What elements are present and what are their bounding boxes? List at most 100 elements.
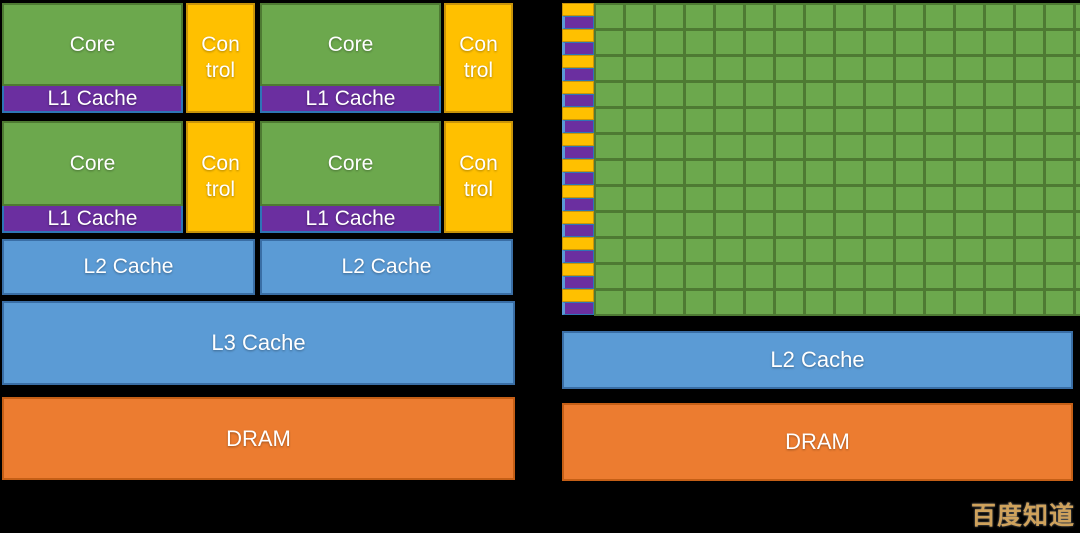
gpu-control-strip: [562, 133, 594, 146]
gpu-core-cell: [956, 83, 983, 106]
gpu-core-cell: [926, 161, 953, 184]
gpu-core-cell: [686, 213, 713, 236]
gpu-core-cell: [926, 291, 953, 314]
cpu-control-label: Con trol: [201, 32, 240, 82]
gpu-core-cell: [686, 265, 713, 288]
gpu-core-cell: [926, 239, 953, 262]
gpu-l1-cache-strip: [562, 198, 594, 211]
gpu-core-cell: [1076, 291, 1080, 314]
gpu-core-cell: [1076, 161, 1080, 184]
cpu-core-block: Core: [260, 3, 441, 86]
gpu-l1-cache-strip: [562, 16, 594, 29]
gpu-core-cell: [866, 5, 893, 28]
gpu-control-strip: [562, 107, 594, 120]
cpu-dram-label: DRAM: [226, 425, 291, 451]
cpu-control-label: Con trol: [459, 151, 498, 201]
gpu-core-cell: [776, 135, 803, 158]
gpu-core-cell: [926, 135, 953, 158]
gpu-core-cell: [1046, 213, 1073, 236]
cpu-core-label: Core: [327, 32, 374, 56]
gpu-core-cell: [596, 109, 623, 132]
cpu-control-block: Con trol: [444, 121, 513, 233]
gpu-core-grid: [594, 3, 1080, 316]
gpu-core-cell: [806, 265, 833, 288]
gpu-core-cell: [926, 31, 953, 54]
gpu-core-cell: [986, 109, 1013, 132]
gpu-core-cell: [986, 83, 1013, 106]
gpu-l1-cache-strip: [562, 68, 594, 81]
gpu-core-cell: [626, 83, 653, 106]
gpu-core-cell: [896, 213, 923, 236]
gpu-core-cell: [986, 5, 1013, 28]
gpu-core-cell: [806, 109, 833, 132]
gpu-core-cell: [656, 83, 683, 106]
gpu-core-cell: [596, 83, 623, 106]
gpu-core-cell: [866, 135, 893, 158]
gpu-core-cell: [866, 265, 893, 288]
cpu-core-cluster: Core L1 Cache Con trol: [260, 3, 513, 113]
gpu-core-cell: [596, 265, 623, 288]
gpu-core-cell: [896, 291, 923, 314]
gpu-l1-cache-strip: [562, 250, 594, 263]
gpu-core-cell: [656, 213, 683, 236]
gpu-core-cell: [1016, 213, 1043, 236]
gpu-core-cell: [596, 5, 623, 28]
gpu-core-cell: [1046, 265, 1073, 288]
cpu-l1-cache-block: L1 Cache: [2, 86, 183, 113]
gpu-core-cell: [1076, 83, 1080, 106]
cpu-l1-cache-block: L1 Cache: [2, 206, 183, 233]
gpu-core-cell: [1076, 213, 1080, 236]
gpu-core-cell: [956, 135, 983, 158]
gpu-core-cell: [986, 213, 1013, 236]
gpu-core-cell: [806, 213, 833, 236]
gpu-core-cell: [1076, 135, 1080, 158]
gpu-core-cell: [836, 239, 863, 262]
gpu-control-strip: [562, 3, 594, 16]
cpu-l1-cache-label: L1 Cache: [47, 86, 138, 110]
cpu-control-block: Con trol: [444, 3, 513, 113]
gpu-core-cell: [776, 291, 803, 314]
cpu-core-column: Core L1 Cache: [260, 121, 441, 233]
gpu-core-cell: [656, 135, 683, 158]
gpu-control-strip: [562, 185, 594, 198]
gpu-core-cell: [746, 187, 773, 210]
cpu-l1-cache-block: L1 Cache: [260, 86, 441, 113]
gpu-core-cell: [626, 57, 653, 80]
gpu-core-cell: [626, 239, 653, 262]
gpu-core-cell: [686, 161, 713, 184]
gpu-core-cell: [836, 291, 863, 314]
gpu-control-strip: [562, 289, 594, 302]
gpu-core-cell: [986, 135, 1013, 158]
cpu-core-block: Core: [2, 121, 183, 206]
gpu-core-cell: [596, 213, 623, 236]
gpu-core-cell: [836, 187, 863, 210]
gpu-control-strip: [562, 159, 594, 172]
gpu-core-cell: [1016, 109, 1043, 132]
gpu-core-cell: [1076, 57, 1080, 80]
gpu-core-cell: [1076, 265, 1080, 288]
gpu-core-cell: [746, 109, 773, 132]
gpu-core-cell: [1046, 57, 1073, 80]
gpu-core-cell: [626, 291, 653, 314]
cpu-core-cluster: Core L1 Cache Con trol: [2, 121, 255, 233]
cpu-control-label: Con trol: [201, 151, 240, 201]
gpu-core-cell: [986, 265, 1013, 288]
gpu-core-cell: [746, 213, 773, 236]
gpu-core-cell: [716, 187, 743, 210]
cpu-l1-cache-label: L1 Cache: [305, 206, 396, 230]
gpu-core-cell: [1046, 31, 1073, 54]
gpu-core-cell: [686, 109, 713, 132]
gpu-core-cell: [686, 239, 713, 262]
gpu-core-cell: [896, 187, 923, 210]
gpu-dram-label: DRAM: [785, 429, 850, 454]
gpu-core-cell: [686, 83, 713, 106]
cpu-core-cluster: Core L1 Cache Con trol: [2, 3, 255, 113]
cpu-core-column: Core L1 Cache: [2, 3, 183, 113]
gpu-core-cell: [866, 109, 893, 132]
gpu-core-cell: [596, 239, 623, 262]
gpu-core-cell: [836, 57, 863, 80]
gpu-core-cell: [836, 83, 863, 106]
gpu-core-cell: [1016, 135, 1043, 158]
gpu-core-cell: [896, 265, 923, 288]
gpu-core-cell: [596, 57, 623, 80]
